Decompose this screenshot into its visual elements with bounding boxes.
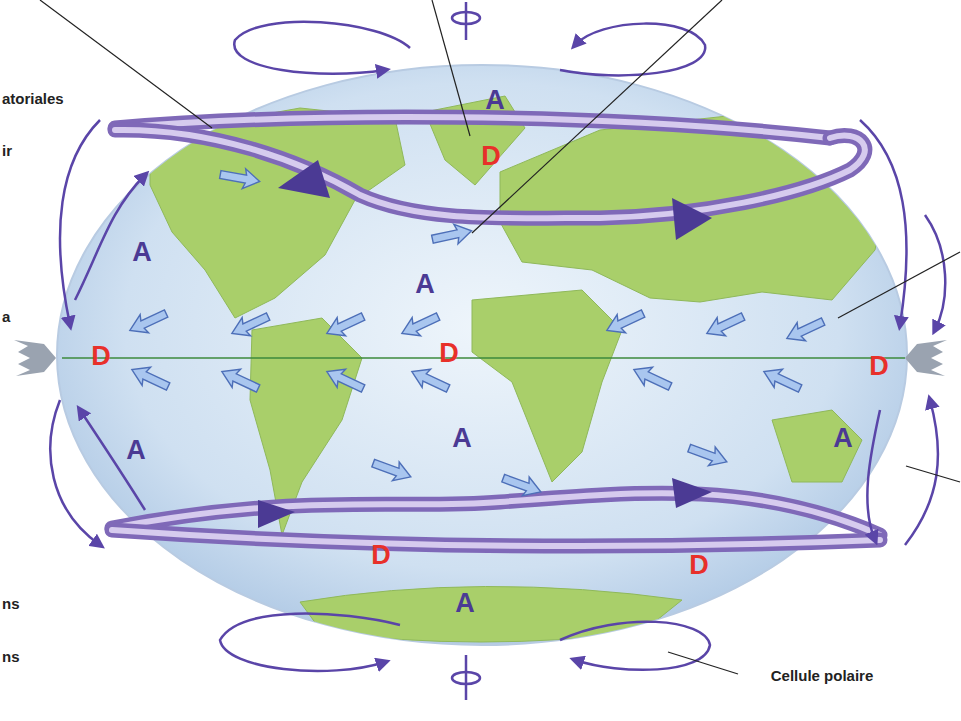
side-label: atoriales	[2, 91, 64, 106]
side-label: ns	[2, 596, 20, 611]
cell-label: Cellule polaire	[769, 667, 876, 684]
high-pressure: A	[455, 590, 475, 617]
side-label: a	[2, 309, 10, 324]
high-pressure: A	[132, 239, 152, 266]
high-pressure: A	[452, 425, 472, 452]
low-pressure: D	[689, 552, 709, 579]
low-pressure: D	[91, 343, 111, 370]
high-pressure: A	[833, 425, 853, 452]
low-pressure: D	[481, 143, 501, 170]
low-pressure: D	[439, 340, 459, 367]
low-pressure: D	[869, 353, 889, 380]
high-pressure: A	[415, 271, 435, 298]
high-pressure: A	[126, 437, 146, 464]
side-label: ns	[2, 649, 20, 664]
side-label: ir	[2, 143, 12, 158]
low-pressure: D	[371, 542, 391, 569]
high-pressure: A	[485, 87, 505, 114]
